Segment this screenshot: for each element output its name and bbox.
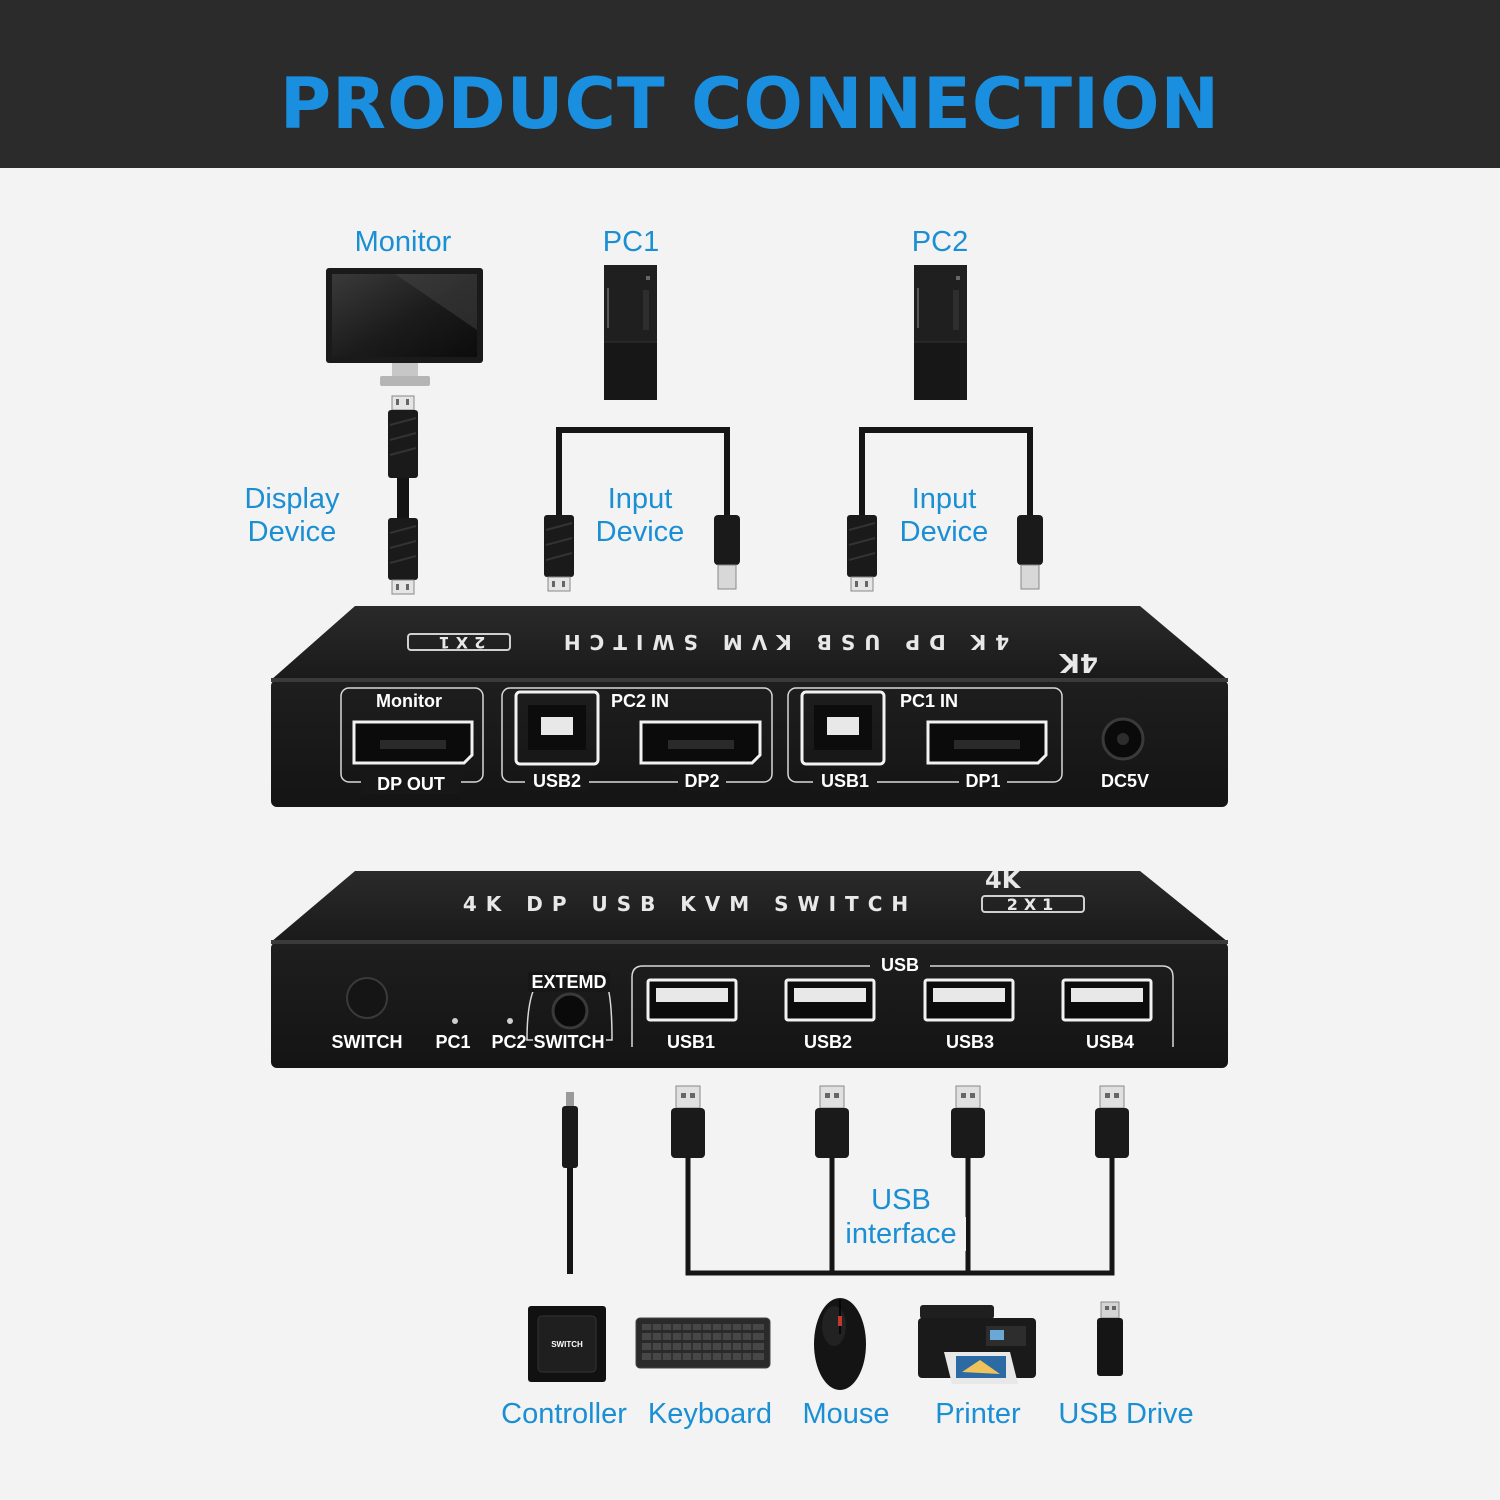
- back-panel-badge: 2X1: [432, 633, 486, 652]
- front-usb-group-label: USB: [880, 955, 919, 975]
- input-cable-2-icon: [847, 427, 1043, 592]
- back-dp2-label: DP2: [678, 771, 726, 791]
- monitor-icon: [326, 268, 483, 386]
- front-usb2-label: USB2: [803, 1032, 852, 1052]
- controller-key-label: SWITCH: [551, 1340, 583, 1349]
- controller-cable-icon: [562, 1092, 578, 1274]
- usb-cables-icon: [671, 1085, 1129, 1276]
- pc2-tower-icon: [914, 265, 967, 400]
- back-dc5v-label: DC5V: [1100, 771, 1149, 791]
- input-device-2-label-line2: Device: [899, 516, 989, 548]
- keyboard-label: Keyboard: [647, 1398, 773, 1430]
- header-bar: PRODUCT CONNECTION: [0, 0, 1500, 168]
- pc1-tower-icon: [604, 265, 657, 400]
- printer-label: Printer: [935, 1398, 1021, 1430]
- keyboard-icon: [635, 1317, 771, 1369]
- usb-interface-label-line1: USB: [841, 1183, 961, 1217]
- mouse-label: Mouse: [802, 1398, 890, 1430]
- input-device-1-label-line1: Input: [607, 483, 673, 515]
- pc1-label: PC1: [602, 226, 660, 258]
- usb-drive-icon: [1097, 1301, 1123, 1376]
- front-panel-logo: 4K: [985, 866, 1021, 894]
- back-usb2-label: USB2: [525, 771, 589, 791]
- monitor-label: Monitor: [354, 226, 452, 258]
- page-title: PRODUCT CONNECTION: [279, 63, 1221, 145]
- printer-icon: [918, 1305, 1036, 1384]
- input-device-2-label-line1: Input: [911, 483, 977, 515]
- mouse-icon: [814, 1298, 866, 1390]
- controller-label: Controller: [501, 1398, 627, 1430]
- front-panel-top-text: 4K DP USB KVM SWITCH: [462, 892, 918, 916]
- display-device-label-line2: Device: [247, 516, 337, 548]
- back-panel-logo: 4K: [1059, 647, 1098, 677]
- front-switch-label: SWITCH: [331, 1032, 403, 1052]
- front-extemd-label: EXTEMD: [528, 972, 610, 992]
- front-pc1-led-label: PC1: [435, 1032, 471, 1052]
- front-pc2-led-label: PC2: [491, 1032, 527, 1052]
- front-usb3-label: USB3: [945, 1032, 994, 1052]
- back-pc2-in-label: PC2 IN: [610, 691, 670, 711]
- back-dp-out-label: DP OUT: [361, 774, 461, 794]
- front-usb4-label: USB4: [1085, 1032, 1134, 1052]
- front-usb1-label: USB1: [666, 1032, 715, 1052]
- input-device-1-label-line2: Device: [595, 516, 685, 548]
- kvm-front-panel: [271, 871, 1228, 1068]
- back-usb1-label: USB1: [813, 771, 877, 791]
- front-panel-badge: 2X1: [1006, 895, 1060, 914]
- back-panel-top-text: 4K DP USB KVM SWITCH: [554, 630, 1010, 654]
- pc2-label: PC2: [911, 226, 969, 258]
- usb-drive-label: USB Drive: [1058, 1398, 1194, 1430]
- back-monitor-label: Monitor: [376, 691, 442, 711]
- display-cable-icon: [388, 395, 418, 595]
- back-pc1-in-label: PC1 IN: [899, 691, 959, 711]
- input-cable-1-icon: [544, 427, 740, 592]
- usb-interface-label-line2: interface: [836, 1217, 966, 1251]
- front-extemd-switch-label: SWITCH: [533, 1032, 605, 1052]
- controller-icon: [528, 1306, 606, 1382]
- back-dp1-label: DP1: [959, 771, 1007, 791]
- display-device-label-line1: Display: [244, 483, 340, 515]
